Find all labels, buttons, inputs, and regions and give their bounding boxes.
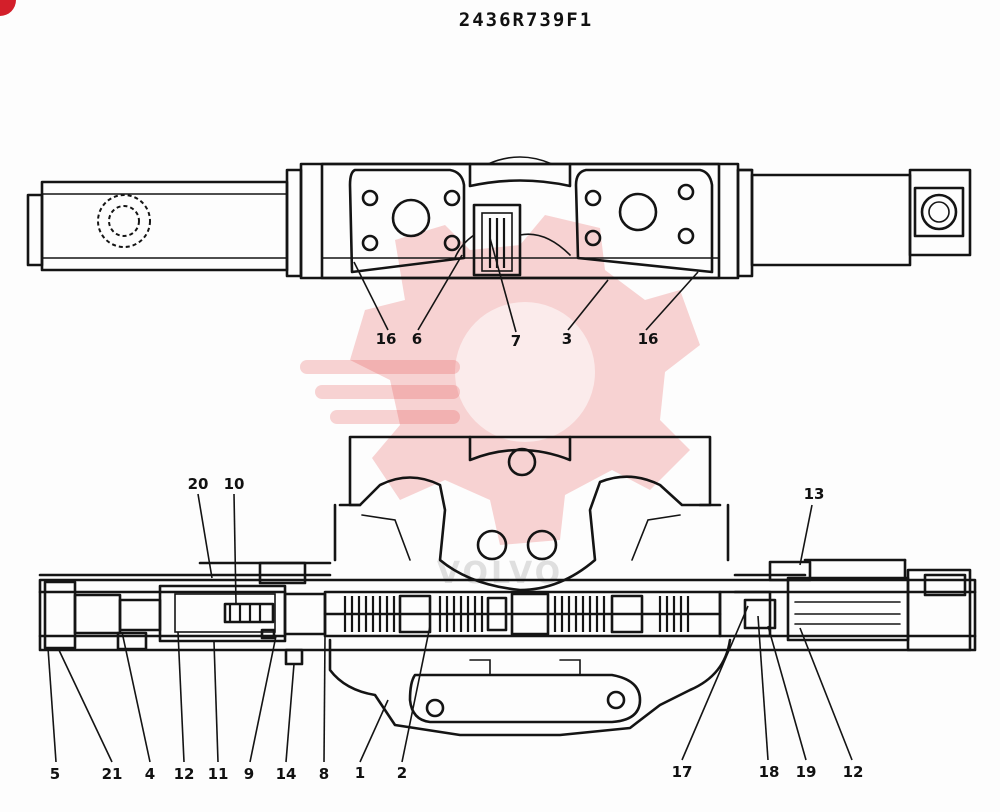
section-lower-housing: [328, 638, 732, 737]
callout-lbl-16b: 16: [638, 330, 659, 348]
svg-text:VOLVO: VOLVO: [437, 556, 563, 591]
top-left-cap: [26, 180, 289, 272]
callout-lbl-17: 17: [672, 763, 693, 781]
callout-lbl-1: 1: [355, 764, 365, 782]
callout-lbl-20: 20: [188, 475, 209, 493]
top-right-cap: [750, 168, 972, 267]
central-spool: [323, 590, 722, 638]
callout-lbl-3: 3: [562, 330, 572, 348]
callout-lbl-12a: 12: [174, 765, 195, 783]
callout-lbl-18: 18: [759, 763, 780, 781]
callout-lbl-13: 13: [804, 485, 825, 503]
callout-lbl-14: 14: [276, 765, 297, 783]
callout-lbl-7: 7: [511, 332, 521, 350]
port-nozzle: [284, 648, 304, 666]
section-view-leaders: [47, 493, 853, 763]
top-main-body: [285, 156, 754, 280]
callout-lbl-9: 9: [244, 765, 254, 783]
left-spring-assembly: [158, 584, 327, 643]
top-view: [26, 156, 972, 280]
drawing-number: 2436R739F1: [459, 9, 593, 31]
callout-lbl-8: 8: [319, 765, 329, 783]
callout-lbl-19: 19: [796, 763, 817, 781]
callout-lbl-6: 6: [412, 330, 422, 348]
callout-lbl-5: 5: [50, 765, 60, 783]
top-view-callouts: 16 6 7 3 16: [376, 330, 659, 350]
callout-lbl-16a: 16: [376, 330, 397, 348]
corner-badge: [0, 0, 16, 16]
callout-lbl-12b: 12: [843, 763, 864, 781]
callout-lbl-21: 21: [102, 765, 123, 783]
callout-lbl-4: 4: [145, 765, 155, 783]
top-view-leaders: [353, 237, 699, 333]
section-view: [38, 435, 977, 737]
right-spring-assembly: [38, 558, 972, 652]
callout-lbl-10: 10: [224, 475, 245, 493]
section-housing: [333, 435, 730, 592]
callout-lbl-11: 11: [208, 765, 229, 783]
callout-lbl-2: 2: [397, 764, 407, 782]
